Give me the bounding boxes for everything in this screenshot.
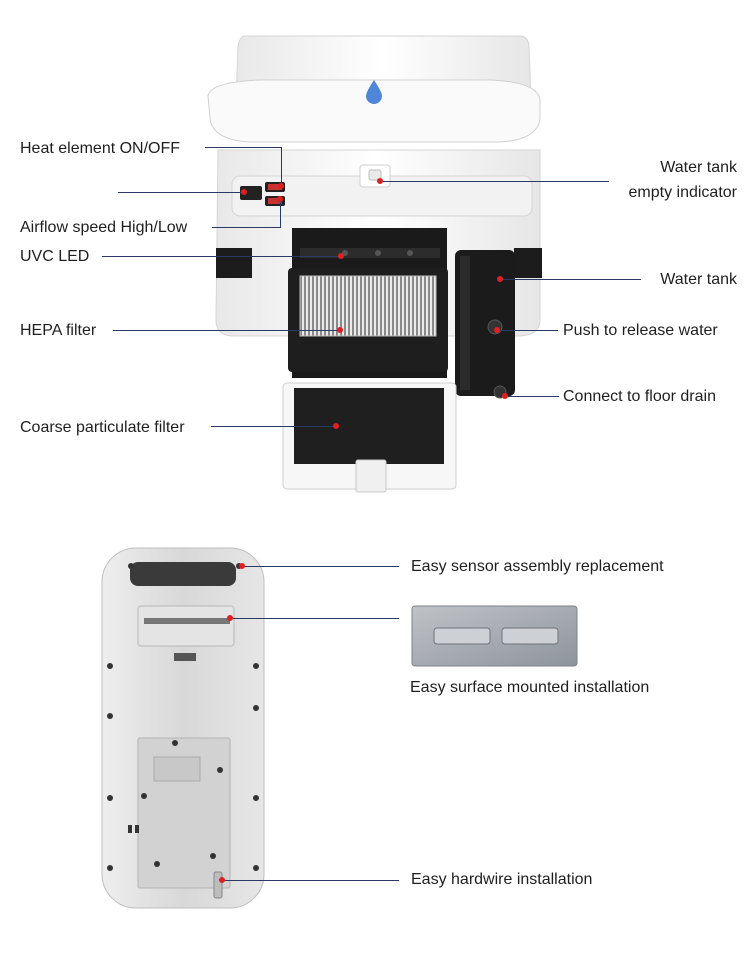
label-hardwire: Easy hardwire installation [411,871,593,888]
wire-entry [128,825,132,833]
screw-hole [107,663,113,669]
leader-uvc [102,256,340,257]
leader-sensor [242,566,399,567]
leader-unlabeled [118,192,242,193]
screw-hole [154,861,160,867]
label-sensor-replacement: Easy sensor assembly replacement [411,558,664,575]
heat-switch-led [268,184,282,190]
hepa-filter-media [299,275,437,337]
airflow-switch-led [268,198,282,204]
screw-hole [253,865,259,871]
label-hepa-filter: HEPA filter [20,322,97,339]
hardwire-knockout [213,871,223,899]
marker-push-release [494,327,500,333]
marker-uvc [338,253,344,259]
tank-indicator-lamp [368,169,382,181]
leader-floor-drain [506,396,559,397]
leader-water-tank [500,279,641,280]
leader-heat-drop [281,147,282,183]
mount-slot [137,605,235,647]
screw-hole [210,853,216,859]
coarse-filter-tab[interactable] [355,459,387,493]
screw-hole [107,713,113,719]
screw-hole [107,865,113,871]
label-floor-drain: Connect to floor drain [563,388,716,405]
screw-hole [253,795,259,801]
marker-tank-indicator [377,178,383,184]
back-panel [101,547,265,909]
marker-coarse [333,423,339,429]
sensor-window [130,562,236,586]
bracket-plate [411,605,578,667]
uvc-led-strip [300,248,440,258]
label-coarse-filter: Coarse particulate filter [20,419,185,436]
marker-hepa [337,327,343,333]
leader-airflow [212,227,281,228]
screw-hole [141,793,147,799]
label-surface-mounted: Easy surface mounted installation [410,679,650,696]
screw-hole [217,767,223,773]
mounting-bracket [411,605,578,667]
mount-rail [144,618,230,624]
side-vent-left [216,248,252,278]
water-tank-shade [460,256,470,390]
leader-push-release [497,330,558,331]
label-water-tank: Water tank [660,271,737,288]
leader-airflow-rise [280,199,281,227]
leader-heat [205,147,281,148]
dryer-unit [207,35,542,493]
marker-airflow [277,196,283,202]
marker-floor-drain [502,393,508,399]
wire-entry [135,825,139,833]
screw-hole [128,563,134,569]
uvc-led-2 [375,250,381,256]
label-plate [174,653,196,661]
uvc-led-3 [407,250,413,256]
cover-label [153,756,201,782]
side-vent-right [514,248,542,278]
marker-heat [278,183,284,189]
label-airflow-speed: Airflow speed High/Low [20,219,188,236]
screw-hole [107,795,113,801]
leader-tank-indicator [381,181,609,182]
marker-hardwire [219,877,225,883]
label-water-tank-indicator-2: empty indicator [628,184,738,201]
label-water-tank-indicator-1: Water tank [660,159,737,176]
label-push-release: Push to release water [563,322,718,339]
marker-unlabeled [241,189,247,195]
leader-hepa [113,330,339,331]
screw-hole [253,705,259,711]
marker-water-tank [497,276,503,282]
bracket-slot-right [501,627,559,645]
label-uvc-led: UVC LED [20,248,90,265]
screw-hole [172,740,178,746]
water-drop-icon [366,80,382,104]
screw-hole [253,663,259,669]
marker-sensor [239,563,245,569]
dryer-top-cap [207,79,541,143]
marker-surface [227,615,233,621]
leader-surface [230,618,399,619]
leader-hardwire [222,880,399,881]
leader-coarse [211,426,335,427]
label-heat-element: Heat element ON/OFF [20,140,181,157]
bracket-slot-left [433,627,491,645]
